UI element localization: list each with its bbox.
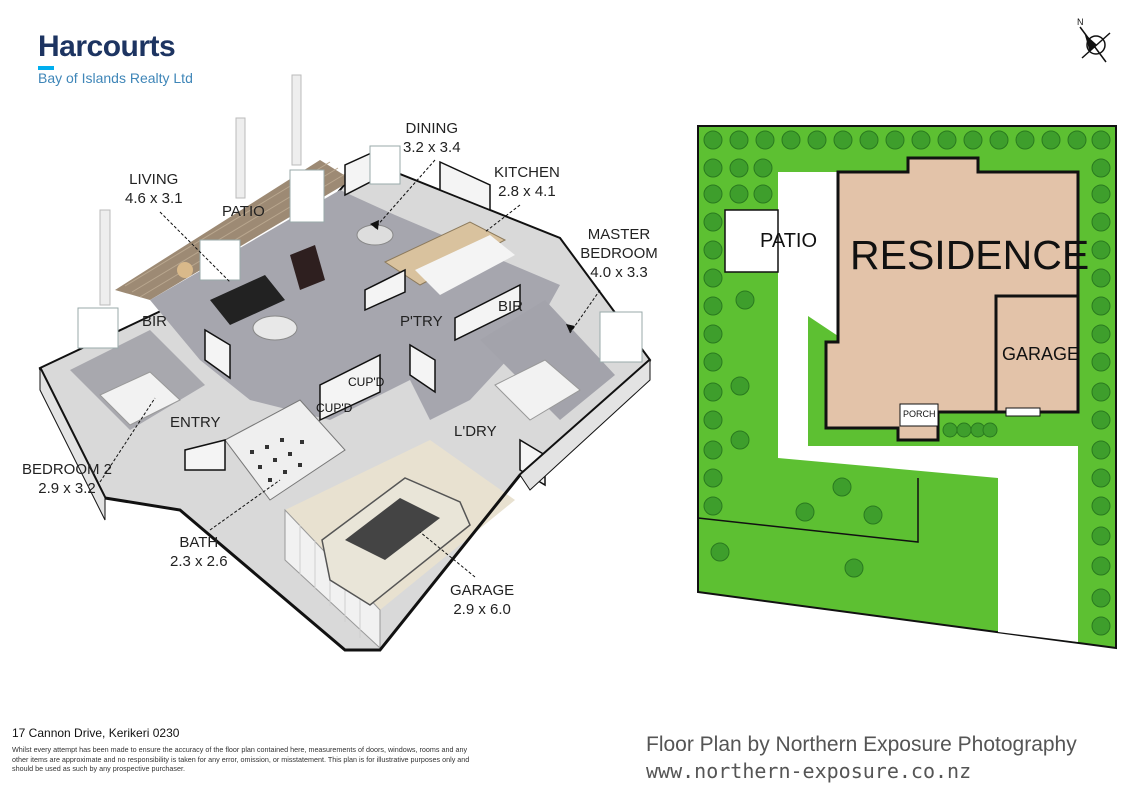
patio-table — [177, 262, 193, 278]
brand-logo-name: Harcourts — [38, 30, 176, 63]
interior-walls — [184, 148, 546, 487]
label-cupboard-2: CUP'D — [316, 401, 353, 415]
coffee-table — [252, 315, 298, 341]
arrowhead — [370, 220, 379, 230]
photographer-credit: Floor Plan by Northern Exposure Photogra… — [646, 733, 1077, 756]
living-sofa — [210, 275, 285, 325]
compass-icon — [1079, 26, 1111, 63]
patio-post — [235, 117, 246, 199]
label-laundry: L'DRY — [454, 423, 497, 440]
compass-north-label: N — [1077, 17, 1084, 27]
bedroom-2-bed — [99, 371, 181, 426]
bath-tile-pattern — [250, 438, 304, 482]
label-bir-right: BIR — [498, 298, 524, 315]
site-label-garage: GARAGE — [1002, 344, 1080, 364]
outer-wall-face — [519, 358, 651, 491]
label-patio: PATIO — [222, 203, 265, 220]
driveway — [778, 172, 1078, 642]
garage-footprint — [994, 294, 1080, 414]
label-entry: ENTRY — [170, 414, 221, 431]
patio-area — [724, 209, 779, 273]
kitchen-floor — [415, 235, 515, 295]
kitchen-bench — [383, 221, 507, 286]
living-armchair — [290, 245, 325, 290]
boundary-line — [697, 478, 919, 543]
patio-post — [99, 209, 111, 306]
garage-door-marker — [1005, 407, 1041, 417]
label-bir-left: BIR — [142, 313, 168, 330]
brand-subtitle: Bay of Islands Realty Ltd — [38, 70, 193, 86]
property-address: 17 Cannon Drive, Kerikeri 0230 — [12, 726, 180, 740]
porch-area — [899, 403, 939, 427]
label-pantry: P'TRY — [400, 313, 443, 330]
patio-post — [291, 74, 302, 166]
arrowhead — [566, 324, 575, 333]
site-label-porch: PORCH — [903, 409, 936, 419]
site-label-patio: PATIO — [760, 230, 818, 252]
master-bedroom-floor — [480, 300, 615, 420]
disclaimer-text: Whilst every attempt has been made to en… — [12, 745, 470, 773]
callout-lines — [99, 159, 601, 578]
bath-floor — [224, 399, 346, 501]
windows — [77, 145, 643, 363]
master-bed — [494, 359, 581, 421]
photographer-website: www.northern-exposure.co.nz — [646, 759, 972, 783]
label-cupboard-1: CUP'D — [348, 375, 385, 389]
site-label-residence: RESIDENCE — [850, 232, 1090, 278]
car-roof — [345, 498, 440, 560]
hedge-trees — [703, 130, 1111, 636]
outer-wall-face — [39, 367, 106, 521]
brand-accent-bar — [38, 66, 54, 70]
